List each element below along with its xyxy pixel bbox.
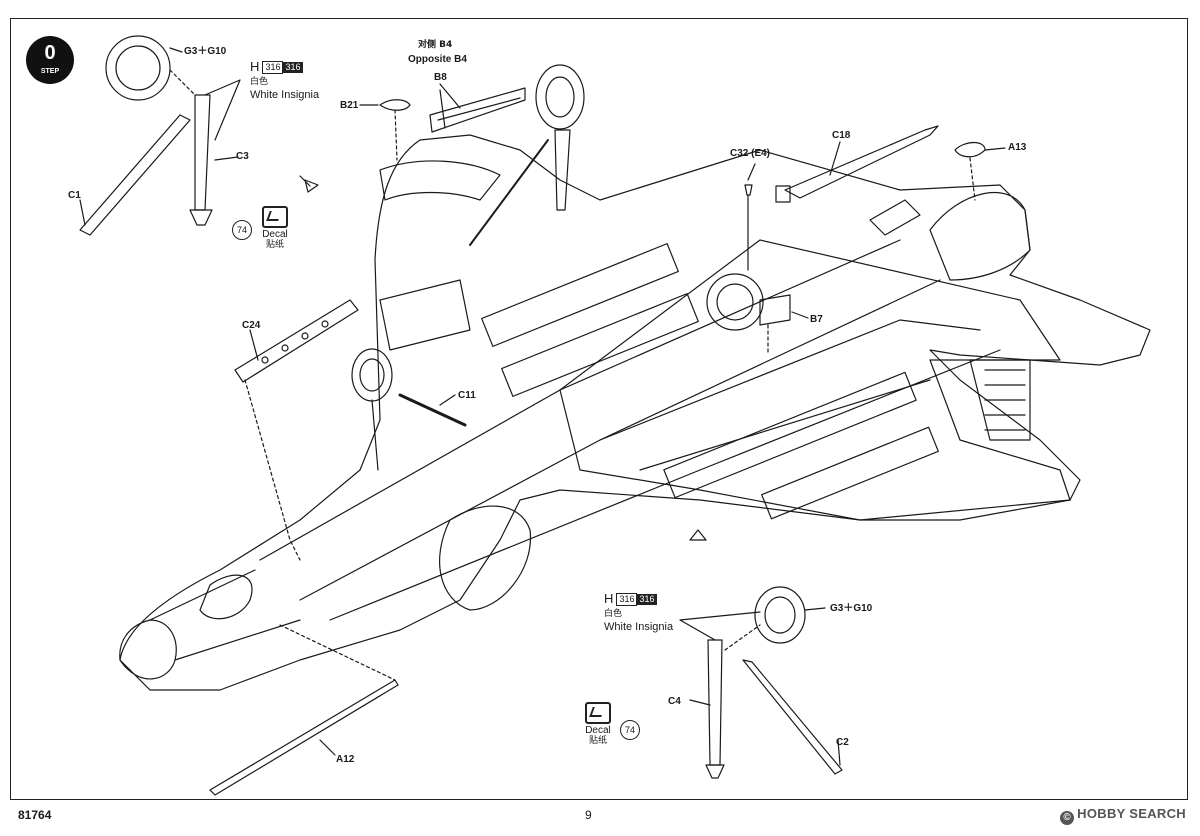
weapon-bay-1	[481, 243, 679, 347]
decal-label-en: Decal	[585, 725, 611, 736]
decal-callout-number: 74	[232, 220, 252, 240]
part-label-g3g10-bottom: G3＋G10	[830, 603, 873, 614]
part-b7	[759, 294, 791, 326]
decal-legend-bottom: Decal 贴纸	[578, 702, 618, 746]
copyright-icon: ©	[1060, 811, 1075, 825]
paint-prefix: H	[250, 59, 260, 75]
panel-c24	[234, 299, 359, 383]
strut-c4	[707, 639, 723, 766]
page-frame	[10, 18, 1188, 800]
part-label-c3: C3	[236, 151, 249, 162]
decal-icon	[262, 206, 288, 228]
nose-cone	[119, 619, 177, 680]
paint-name-cn: 白色	[250, 77, 269, 88]
part-label-c2: C2	[836, 737, 849, 748]
fuselage-outline	[119, 134, 1151, 691]
decal-label-cn: 贴纸	[588, 736, 607, 746]
paint-name-cn: 白色	[604, 609, 623, 620]
wheel-bottom	[754, 586, 806, 644]
wheel-nose	[706, 273, 764, 331]
part-label-b8: B8	[434, 72, 447, 83]
wheel-c11	[351, 348, 393, 402]
part-label-b7: B7	[810, 314, 823, 325]
paint-code-solid: 316	[637, 593, 657, 605]
kit-number: 81764	[18, 808, 52, 822]
part-label-c11: C11	[458, 390, 476, 401]
canopy	[199, 574, 253, 620]
step-number: 0	[44, 42, 56, 64]
wheel-top-left	[105, 35, 171, 101]
wheel-main-top	[535, 64, 585, 130]
part-label-b21: B21	[340, 100, 359, 111]
probe-c18	[784, 125, 939, 199]
part-label-a12: A12	[336, 754, 355, 765]
watermark-text: HOBBY SEARCH	[1077, 806, 1186, 821]
decal-icon	[585, 702, 611, 724]
antenna-c32	[744, 184, 753, 271]
part-label-c18: C18	[832, 130, 851, 141]
engine-intake	[929, 192, 1031, 281]
part-label-c24: C24	[242, 320, 261, 331]
weapon-bay-4	[761, 426, 939, 520]
strut-c3	[194, 94, 211, 211]
part-label-c32: C32 (E4)	[730, 148, 771, 159]
strut-main-top	[554, 129, 571, 211]
decal-legend-top: Decal 贴纸	[255, 206, 295, 250]
door-b8	[429, 87, 526, 133]
step-label: STEP	[40, 68, 60, 75]
part-label-g3g10-top: G3＋G10	[184, 46, 227, 57]
paint-name-en: White Insignia	[604, 621, 674, 634]
part-a13	[954, 141, 986, 158]
part-label-opposite-en: Opposite B4	[408, 54, 467, 65]
paint-code-outline: 316	[616, 592, 638, 606]
part-label-opposite-cn: 对侧 B4	[418, 40, 453, 50]
decal-label-cn: 贴纸	[265, 240, 284, 250]
main-wing	[559, 239, 1071, 521]
ventral-fin	[969, 359, 1031, 441]
part-b21	[379, 99, 411, 111]
strut-c1	[79, 114, 191, 236]
watermark: ©HOBBY SEARCH	[1060, 806, 1186, 825]
step-badge: 0 STEP	[26, 36, 74, 84]
gear-bay-door	[379, 279, 471, 351]
decal-label-en: Decal	[262, 229, 288, 240]
paint-name-en: White Insignia	[250, 89, 320, 102]
part-label-c1: C1	[68, 190, 81, 201]
part-label-a13: A13	[1008, 142, 1027, 153]
paint-code-solid: 316	[283, 61, 303, 73]
decal-callout-number: 74	[620, 720, 640, 740]
paint-code-outline: 316	[262, 60, 284, 74]
strut-c2	[742, 659, 843, 775]
page-number: 9	[585, 808, 592, 822]
part-label-c4: C4	[668, 696, 681, 707]
probe-a12	[209, 679, 399, 796]
weapon-bay-3	[663, 371, 917, 499]
paint-prefix: H	[604, 591, 614, 607]
engine-nacelle	[439, 505, 532, 611]
weapon-bay-2	[501, 293, 699, 397]
